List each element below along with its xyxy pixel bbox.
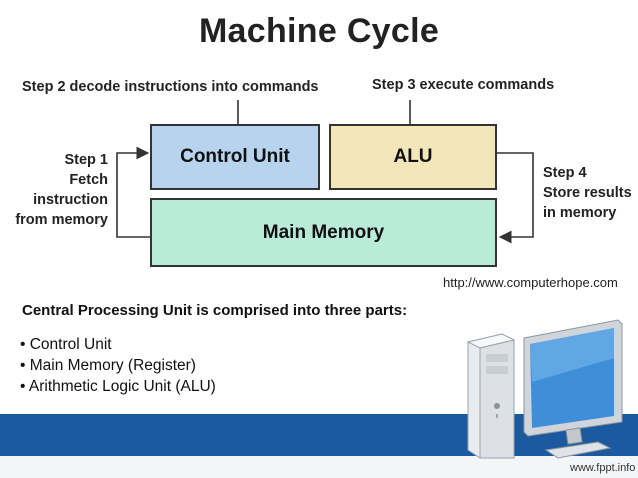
parts-list: • Control Unit • Main Memory (Register) …: [20, 334, 216, 397]
step1-line: instruction: [33, 192, 108, 208]
control-unit-box: Control Unit: [150, 124, 320, 190]
step3-label: Step 3 execute commands: [372, 77, 555, 93]
step1-line: Step 1: [64, 152, 108, 168]
fetch-arrow: [116, 146, 150, 238]
step2-label: Step 2 decode instructions into commands: [22, 79, 319, 95]
list-item: • Arithmetic Logic Unit (ALU): [20, 378, 216, 395]
cycle-arrows: [116, 100, 534, 244]
step4-label: Step 4 Store results in memory: [543, 163, 632, 223]
store-arrow: [497, 152, 534, 244]
alu-box: ALU: [329, 124, 497, 190]
computer-icon: [466, 319, 623, 459]
step1-line: Fetch: [69, 172, 108, 188]
description-heading: Central Processing Unit is comprised int…: [22, 302, 408, 319]
step1-line: from memory: [15, 212, 108, 228]
step4-line: Step 4: [543, 165, 587, 181]
step4-line: in memory: [543, 205, 617, 221]
step1-label: Step 1 Fetch instruction from memory: [6, 150, 108, 230]
source-url: http://www.computerhope.com: [443, 275, 618, 290]
step4-line: Store results: [543, 185, 632, 201]
list-item: • Main Memory (Register): [20, 357, 196, 374]
list-item: • Control Unit: [20, 336, 112, 353]
footer-strip: [0, 456, 638, 478]
main-memory-box: Main Memory: [150, 198, 497, 267]
page-title: Machine Cycle: [198, 12, 440, 50]
footer-text: www.fppt.info: [570, 462, 636, 474]
